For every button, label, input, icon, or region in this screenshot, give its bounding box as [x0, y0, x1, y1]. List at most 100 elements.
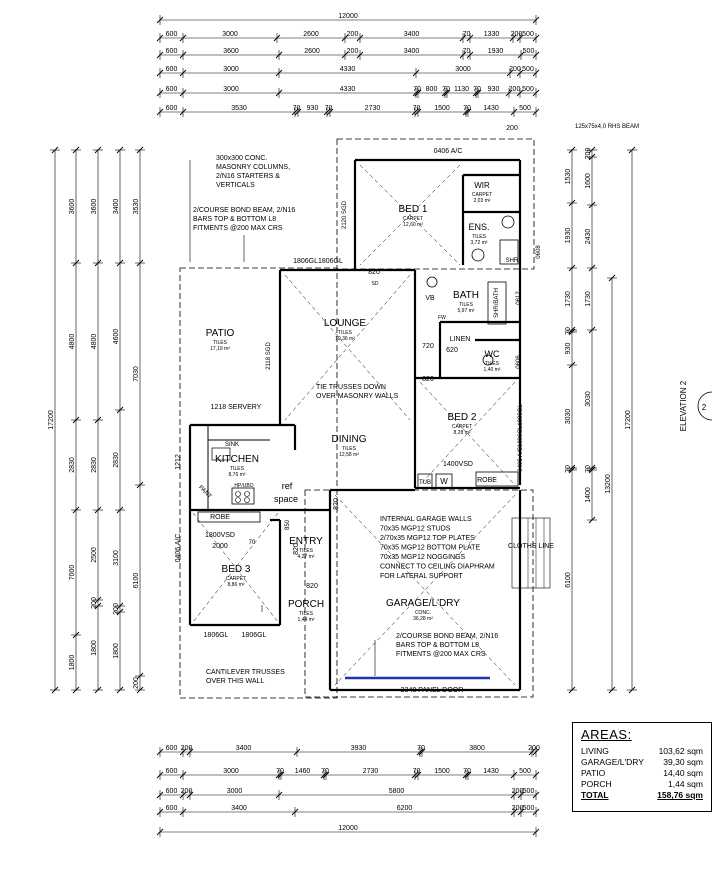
dimension-tick [510, 808, 518, 816]
note-line: FITMENTS @200 MAX CRS [396, 651, 486, 658]
dimension-value: 3400 [236, 745, 252, 752]
room-area: 12,60 m² [403, 222, 423, 228]
dimension-tick [608, 686, 616, 694]
dimension-tick [116, 259, 124, 267]
dimension-value: 2830 [91, 457, 98, 473]
washer-icon [435, 473, 453, 489]
dimension-tick [323, 108, 331, 116]
dimension-value: 600 [166, 66, 178, 73]
dimension-value: 3030 [585, 391, 592, 407]
room-area: 36,28 m² [413, 616, 433, 622]
dimension-value: 17200 [48, 410, 55, 430]
note-line: TIE TRUSSES DOWN [316, 384, 386, 391]
dimension-value: 1400 [585, 487, 592, 503]
room-finish: TILES [213, 340, 228, 346]
dimension-tick [326, 108, 334, 116]
dimension-value: 500 [523, 48, 535, 55]
dimension-tick [466, 51, 474, 59]
dimension-tick [179, 69, 187, 77]
plan-label-w0608: 0608 [536, 245, 542, 259]
dimension-tick [532, 16, 540, 24]
room-finish: CARPET [226, 576, 246, 582]
dimension-tick [186, 791, 194, 799]
ceiling-diagonal [192, 512, 279, 623]
plan-label-d820: 820 [306, 583, 318, 590]
dimension-tick [179, 771, 187, 779]
dimension-tick [517, 51, 525, 59]
dimension-tick [505, 89, 513, 97]
room-finish: TILES [299, 611, 314, 617]
dimension-value: 1730 [565, 291, 572, 307]
plan-label-sgd_bed1: 2120 SGD [342, 200, 348, 229]
dimension-value: 2600 [303, 31, 319, 38]
plan-label-hp_ubo: HP/UBO [234, 483, 253, 489]
dimension-value: 7000 [69, 565, 76, 581]
dimension-value: 2830 [69, 457, 76, 473]
areas-row-total: TOTAL 158,76 sqm [581, 790, 703, 801]
dimension-tick [628, 146, 636, 154]
dimension-value: 3600 [69, 199, 76, 215]
dimension-tick [510, 108, 518, 116]
dimension-tick [608, 274, 616, 282]
areas-row-porch: PORCH 1,44 sqm [581, 779, 703, 790]
dimension-value: 200 [512, 788, 524, 795]
plan-label-space: space [274, 494, 298, 504]
dimension-tick [179, 89, 187, 97]
dimension-tick [94, 146, 102, 154]
dimension-tick [464, 771, 472, 779]
plan-label-gl_bed3: 1806GL [204, 632, 229, 639]
dimension-tick [464, 108, 472, 116]
dimension-value: 600 [166, 745, 178, 752]
room-area: 19,36 m² [335, 336, 355, 342]
plan-label-d820: 820 [422, 376, 434, 383]
dimension-tick [528, 748, 536, 756]
dimension-value: 3400 [404, 31, 420, 38]
dimension-tick [136, 686, 144, 694]
dimension-tick [510, 771, 518, 779]
plan-label-ac_bed3: 0406 A/C [175, 534, 182, 563]
dimension-value: 70 [565, 327, 572, 335]
areas-label: PATIO [581, 768, 606, 778]
cooktop [231, 487, 255, 505]
dimension-tick [568, 466, 576, 474]
dimension-value: 200 [113, 603, 120, 615]
dimension-tick [136, 481, 144, 489]
dimension-value: 70 [325, 105, 333, 112]
dimension-value: 70 [463, 31, 471, 38]
shower [499, 239, 519, 265]
dimension-tick [72, 686, 80, 694]
plan-label-w0612: 0612 [516, 291, 522, 305]
plan-label-ac_bed2: 0406 A/C1806GL1806GL [518, 404, 524, 472]
ceiling-diagonal [284, 274, 411, 421]
plan-label-w2000: 2000 [212, 543, 228, 550]
areas-value: 14,40 sqm [663, 768, 703, 778]
plan-label-servery: 1218 SERVERY [211, 404, 262, 411]
dimension-value: 1500 [434, 768, 450, 775]
dimension-tick [116, 602, 124, 610]
dimension-tick [411, 108, 419, 116]
plan-label-d620: 620 [446, 347, 458, 354]
dimension-tick [588, 466, 596, 474]
dimension-tick [156, 108, 164, 116]
note-line: BARS TOP & BOTTOM L8 [396, 642, 479, 649]
dimension-value: 70 [417, 745, 425, 752]
dimension-value: 600 [166, 805, 178, 812]
toilet-icon [471, 248, 485, 262]
dimension-value: 13200 [605, 474, 612, 494]
areas-value: 158,76 sqm [657, 790, 703, 800]
dimension-lines [50, 15, 637, 837]
dimension-value: 2730 [365, 105, 381, 112]
burner-icon [244, 491, 250, 497]
dimension-value: 3600 [91, 199, 98, 215]
dimension-tick [628, 686, 636, 694]
room-finish: CARPET [403, 216, 423, 222]
dimension-value: 1430 [483, 105, 499, 112]
dimension-value: 2430 [585, 229, 592, 245]
room-name: PORCH [288, 599, 324, 610]
room-name: BED 2 [448, 412, 477, 423]
dimension-value: 4330 [340, 66, 356, 73]
dimension-value: 3930 [351, 745, 367, 752]
plan-label-w0606: 0606 [516, 355, 522, 369]
room-name: BED 3 [222, 564, 251, 575]
